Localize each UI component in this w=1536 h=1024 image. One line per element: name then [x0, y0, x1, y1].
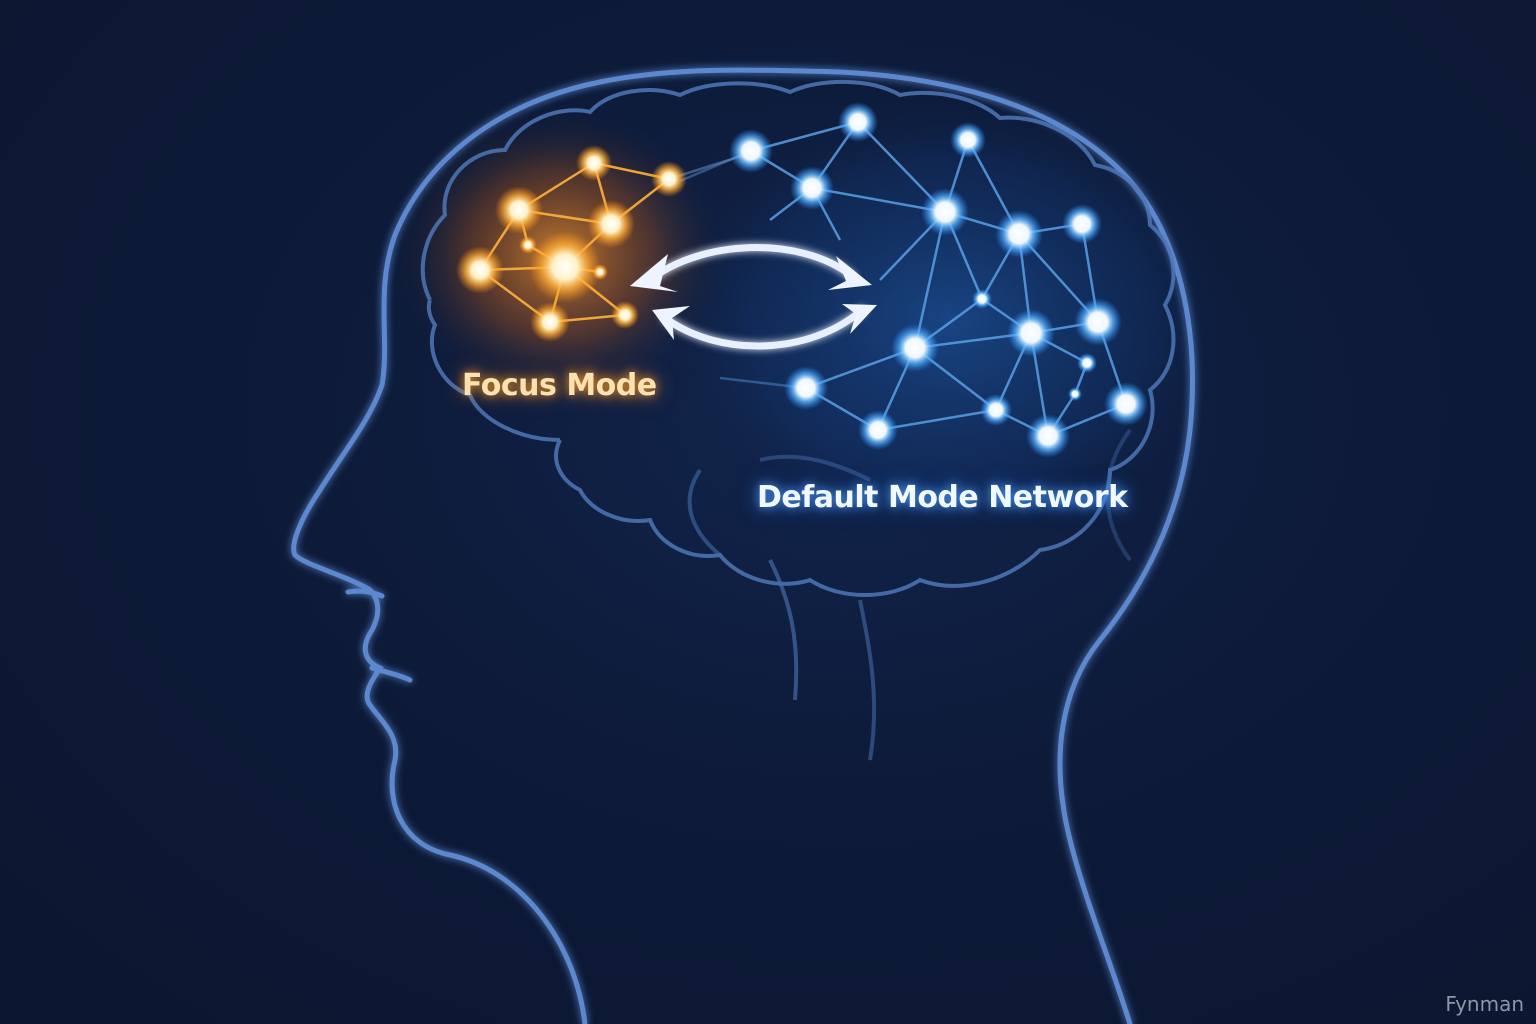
- default-mode-network-label: Default Mode Network: [757, 480, 1128, 515]
- brain-icon: [420, 79, 1176, 761]
- arrowheads: [630, 254, 877, 340]
- focus-mode-nodes: [456, 145, 687, 342]
- bidirectional-swap-arrows-icon: [646, 244, 866, 350]
- watermark: Fynman: [1445, 992, 1524, 1016]
- focus-mode-label: Focus Mode: [462, 368, 657, 403]
- default-mode-network-nodes: [729, 102, 1148, 458]
- head-profile-icon: [291, 67, 1195, 1024]
